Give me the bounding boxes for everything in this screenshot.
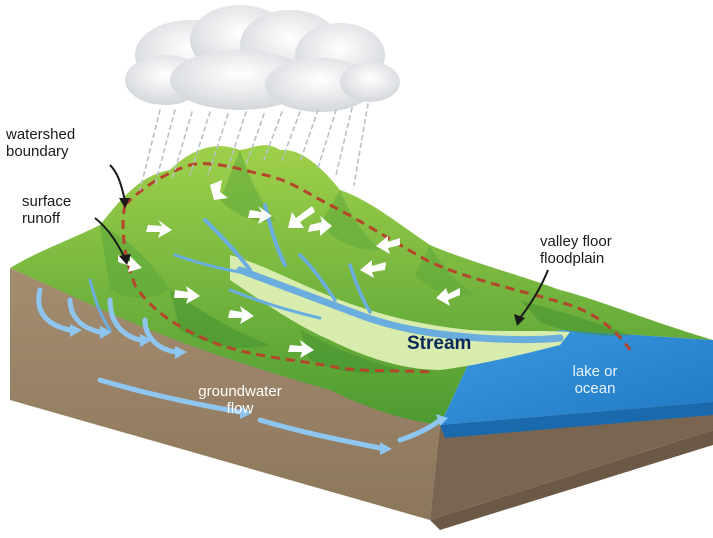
runoff-arrow (288, 340, 314, 358)
runoff-arrow (360, 260, 386, 278)
groundwater-arrowheads (70, 324, 448, 455)
callout-pointers (94, 164, 549, 319)
groundwater-flow-label: groundwater flow (180, 383, 300, 418)
label-line: boundary (6, 142, 69, 160)
runoff-arrow (376, 236, 400, 254)
label-line: floodplain (540, 249, 605, 267)
runoff-arrow (228, 306, 254, 324)
watershed-boundary-label: watershed boundary (6, 126, 76, 161)
runoff-arrow (308, 216, 332, 236)
label-line: surface (22, 193, 72, 210)
label-line: groundwater (198, 383, 282, 400)
terrain-hills (10, 145, 713, 425)
runoff-arrow (248, 206, 272, 224)
rain-cloud (125, 5, 400, 112)
runoff-arrow (288, 206, 315, 228)
lake-ocean-label: lake or ocean (545, 363, 645, 398)
stream-network (88, 203, 564, 343)
runoff-arrow (174, 286, 200, 304)
groundwater-arrows (36, 287, 443, 451)
label-line: runoff (22, 209, 61, 227)
label-line: lake or (572, 363, 618, 380)
rain-streaks (139, 103, 369, 191)
label-line: ocean (574, 379, 616, 397)
runoff-arrow (146, 220, 172, 238)
runoff-arrow (436, 288, 460, 306)
stream-label: Stream (407, 333, 472, 354)
label-line: valley floor (540, 233, 612, 250)
label-line: flow (226, 399, 254, 417)
valley-floor-floodplain-label: valley floor floodplain (540, 233, 612, 268)
label-line: watershed (6, 126, 76, 143)
callout-arrowheads (119, 198, 525, 326)
runoff-arrow (210, 180, 228, 200)
surface-runoff-label: surface runoff (22, 193, 72, 228)
